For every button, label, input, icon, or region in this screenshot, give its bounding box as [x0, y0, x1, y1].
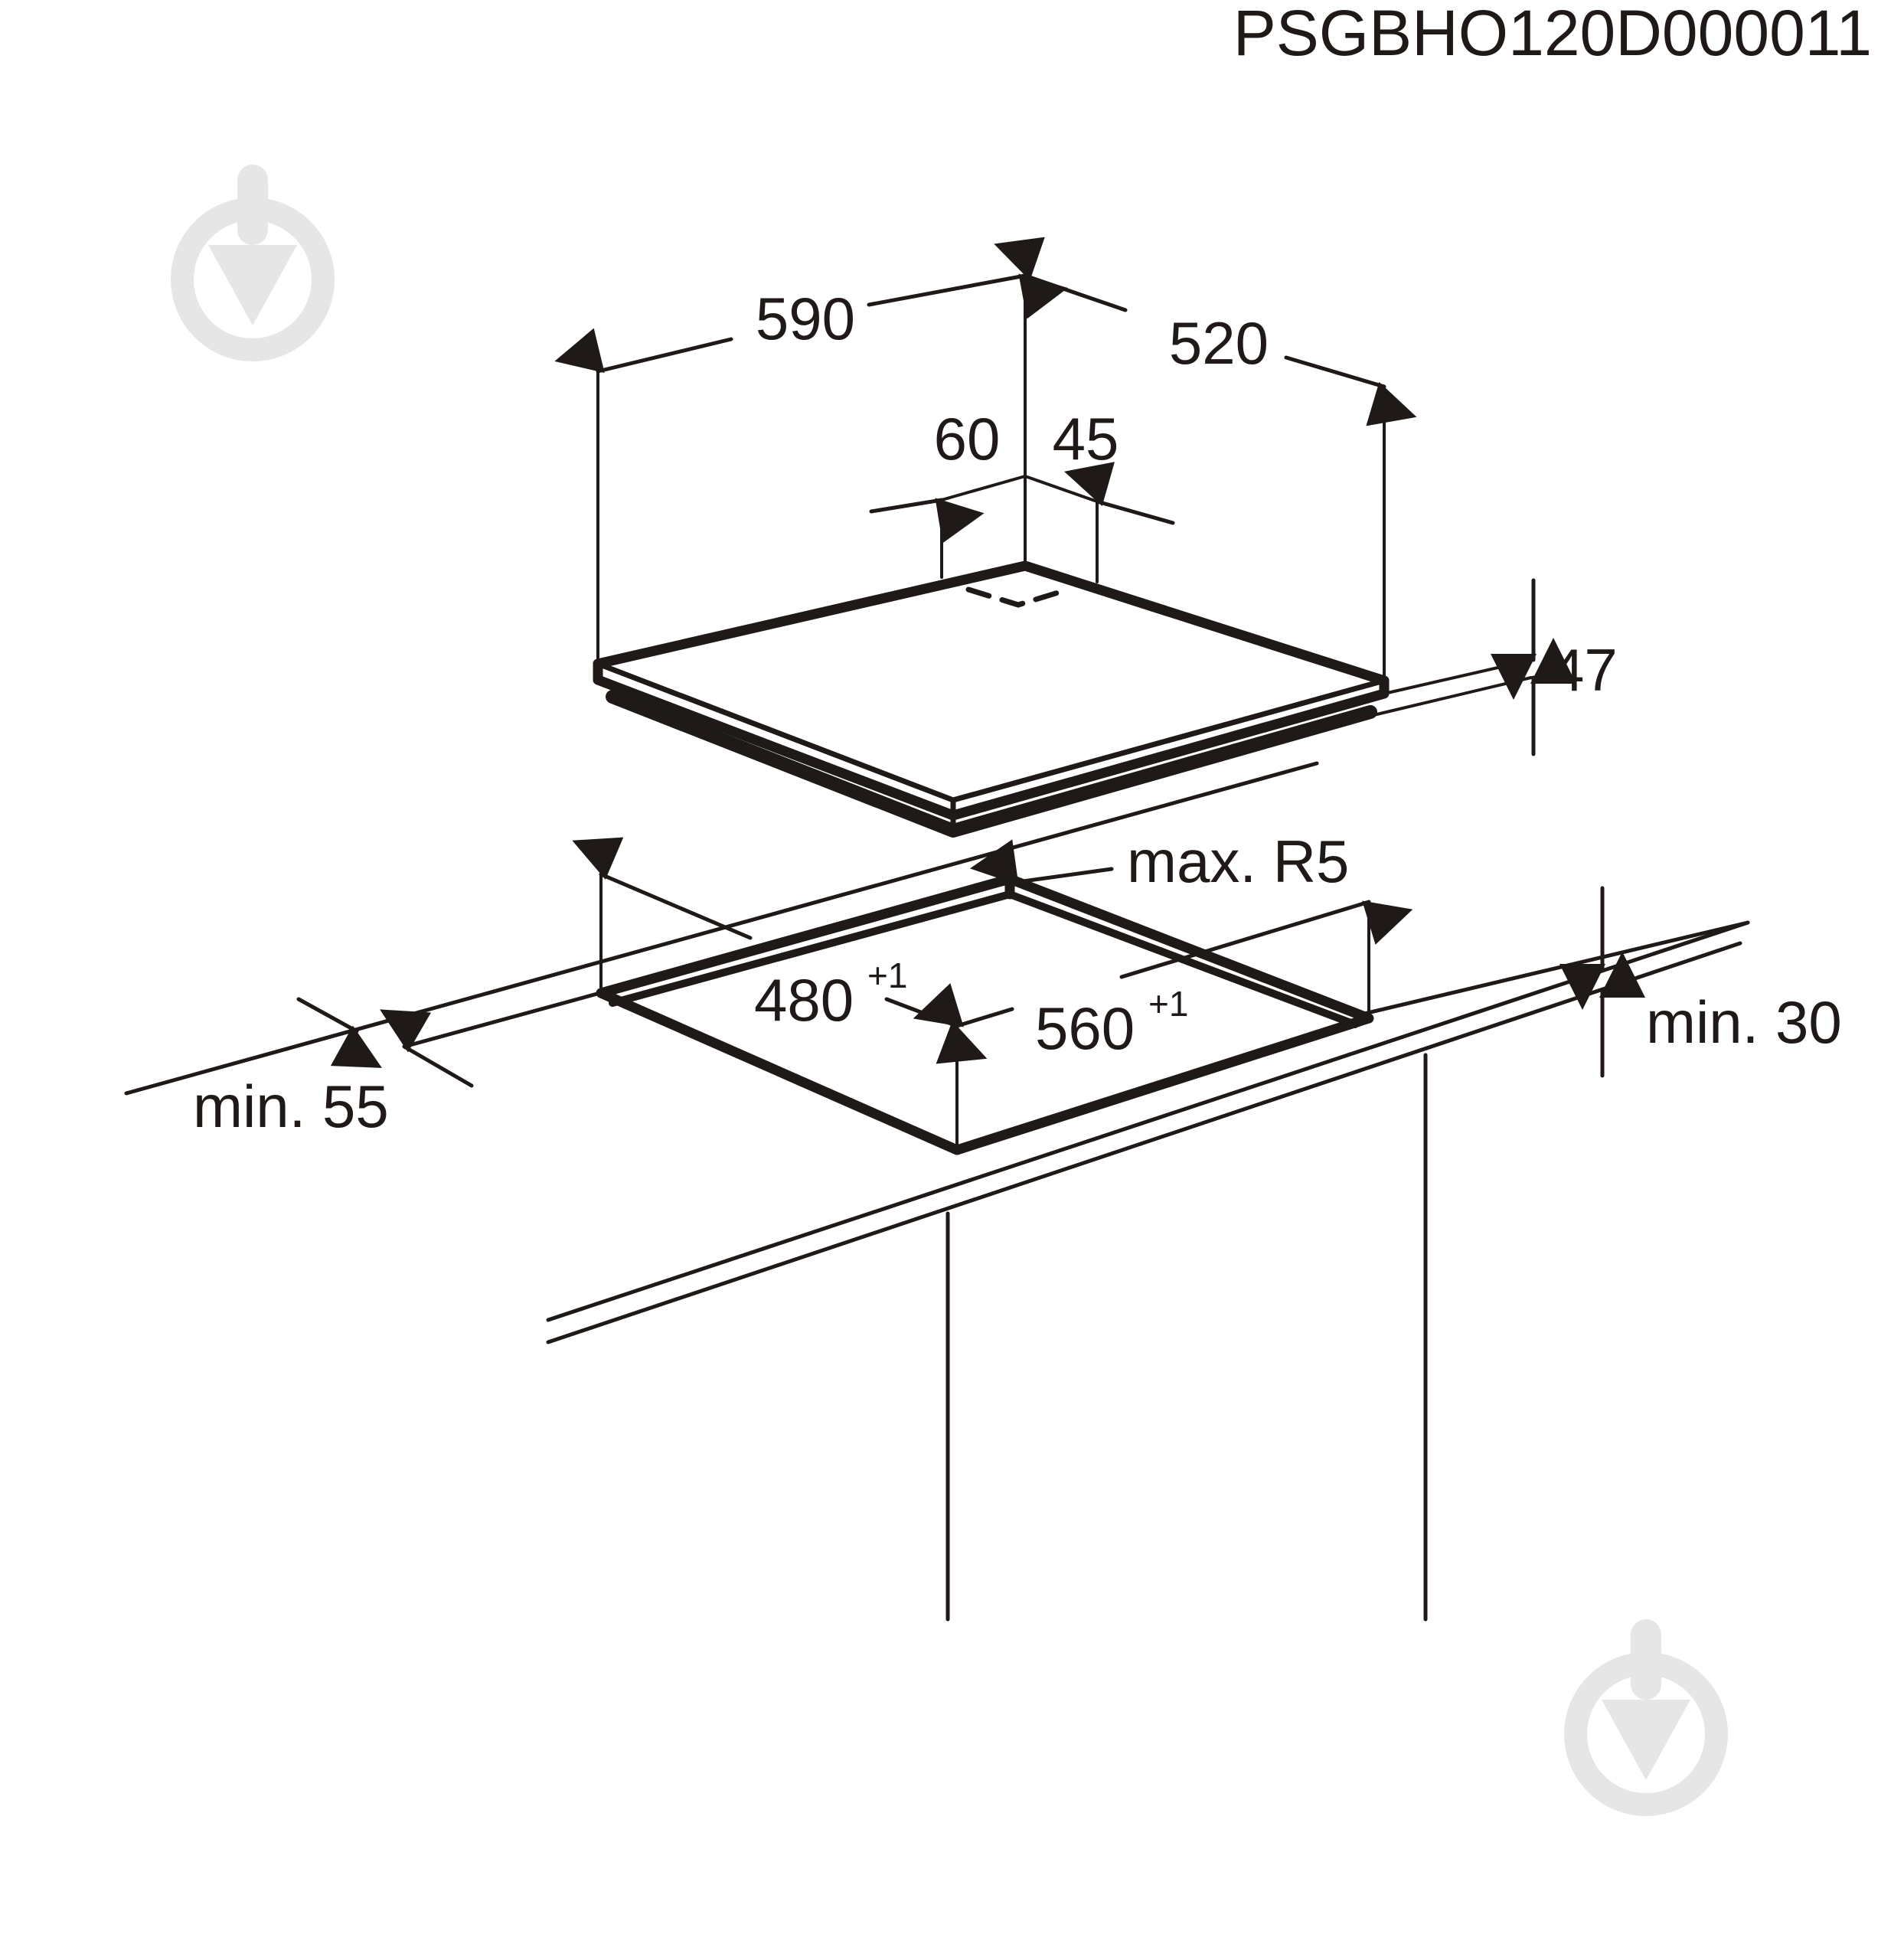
watermark-bottom-right-icon	[1564, 1619, 1728, 1816]
cutout-depth-label: 480	[754, 966, 854, 1034]
hob-back-right-label: 45	[1053, 405, 1119, 472]
cutout-extension-lines	[599, 873, 1370, 1152]
drawing-code: PSGBHO120D000011	[1233, 0, 1872, 69]
worktop	[124, 761, 1750, 1622]
cutout-width-label: 560	[1035, 995, 1135, 1062]
hob-height-label: 47	[1551, 636, 1618, 704]
worktop-thickness-label: min. 30	[1646, 988, 1842, 1056]
front-clearance-label: min. 55	[193, 1073, 389, 1140]
corner-radius-label: max. R5	[1127, 828, 1349, 895]
hob-depth-label: 520	[1169, 309, 1269, 377]
cutout-outline	[596, 874, 1374, 1155]
hob-dimension-arrows	[554, 237, 1576, 756]
hob-back-left-label: 60	[934, 405, 1001, 472]
hob-outline	[593, 560, 1390, 838]
hob-width-label: 590	[756, 285, 855, 352]
cutout-depth-tolerance: +1	[867, 956, 907, 995]
cutout-width-tolerance: +1	[1148, 984, 1188, 1024]
hob-extension-lines	[596, 274, 1533, 717]
cutout-dimension-arrows	[296, 837, 1645, 1088]
watermark-top-left-icon	[171, 165, 335, 361]
